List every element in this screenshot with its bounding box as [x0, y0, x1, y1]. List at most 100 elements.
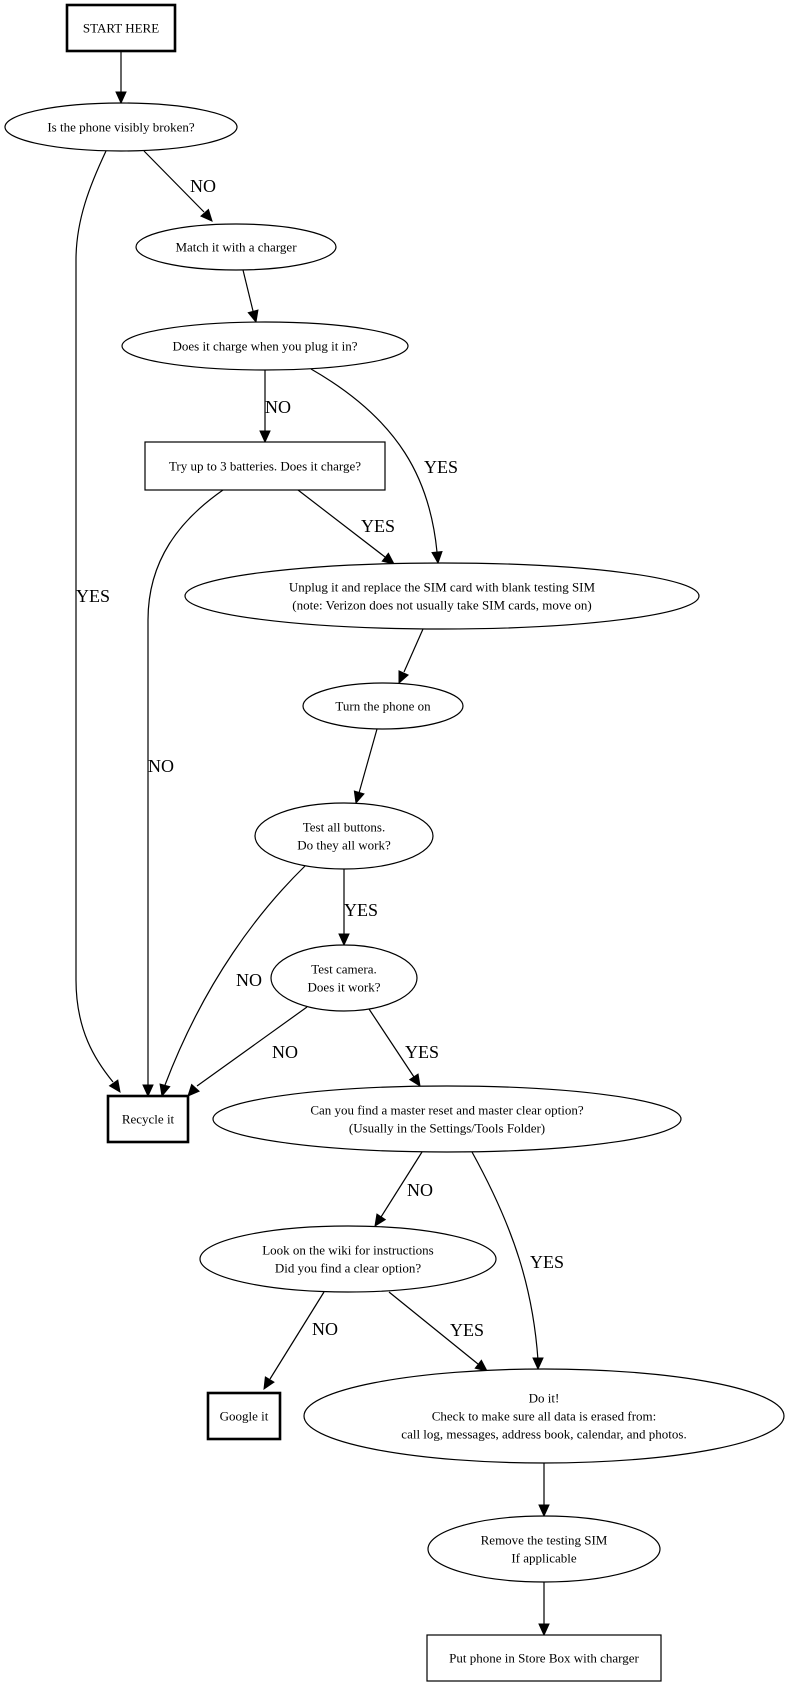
node-text: Check to make sure all data is erased fr…	[432, 1409, 657, 1424]
edge-start-broken	[115, 51, 127, 105]
node-text: Recycle it	[122, 1112, 175, 1127]
node-sim: Unplug it and replace the SIM card with …	[184, 562, 700, 630]
edge-label: NO	[190, 176, 216, 196]
node-removesim: Remove the testing SIM If applicable	[427, 1515, 661, 1583]
edge-turnon-buttons	[353, 728, 378, 805]
edge-label: YES	[405, 1042, 439, 1062]
node-text: Unplug it and replace the SIM card with …	[289, 580, 596, 595]
edge-label: NO	[265, 397, 291, 417]
decision-ellipse	[135, 223, 337, 271]
node-storebox: Put phone in Store Box with charger	[426, 1634, 662, 1682]
node-text: Do they all work?	[297, 838, 391, 853]
edge-sim-turnon	[398, 628, 424, 685]
node-charge: Does it charge when you plug it in?	[121, 321, 409, 371]
edge-camera-reset: YES	[368, 1008, 439, 1088]
node-text: Do it!	[529, 1391, 560, 1406]
edge-label: NO	[272, 1042, 298, 1062]
edge-buttons-recycle: NO	[159, 865, 306, 1098]
arrowhead-icon	[353, 790, 365, 805]
step-box	[144, 441, 386, 491]
edge-removesim-storebox	[538, 1582, 550, 1637]
edge-wiki-google: NO	[263, 1291, 338, 1391]
node-text: Remove the testing SIM	[481, 1533, 608, 1548]
terminal-box	[106, 1094, 190, 1144]
node-text: Turn the phone on	[335, 699, 431, 714]
decision-ellipse	[254, 802, 434, 870]
nodes-layer: START HERE Is the phone visibly broken? Ma…	[4, 3, 785, 1682]
node-buttons: Test all buttons.Do they all work?	[254, 802, 434, 870]
node-broken: Is the phone visibly broken?	[4, 102, 238, 152]
edge-reset-wiki: NO	[374, 1151, 433, 1228]
arrowhead-icon	[338, 933, 350, 947]
arrowhead-icon	[398, 670, 410, 685]
node-text: Does it charge when you plug it in?	[173, 339, 358, 354]
node-text: If applicable	[511, 1551, 577, 1566]
arrowhead-icon	[159, 1083, 171, 1098]
edge-label: YES	[361, 516, 395, 536]
node-google: Google it	[206, 1391, 282, 1441]
edge-charge-batteries: NO	[259, 370, 291, 444]
decision-ellipse	[121, 321, 409, 371]
node-text: (Usually in the Settings/Tools Folder)	[349, 1121, 545, 1136]
edge-charge-sim: YES	[310, 368, 458, 565]
edge-wiki-doit: YES	[388, 1291, 488, 1372]
node-text: Look on the wiki for instructions	[262, 1243, 434, 1258]
edge-line	[358, 728, 378, 794]
decision-ellipse	[270, 944, 418, 1012]
edge-line	[368, 1008, 415, 1078]
edge-label: NO	[312, 1319, 338, 1339]
decision-ellipse	[184, 562, 700, 630]
node-doit: Do it! Check to make sure all data is era…	[303, 1368, 785, 1464]
node-reset: Can you find a master reset and master c…	[212, 1085, 682, 1153]
edge-batteries-recycle: NO	[142, 489, 224, 1098]
edge-line	[242, 269, 254, 312]
node-text: Did you find a clear option?	[275, 1261, 421, 1276]
node-text: Test camera.	[311, 962, 377, 977]
step-box	[426, 1634, 662, 1682]
node-text: call log, messages, address book, calend…	[401, 1427, 686, 1442]
node-text: Google it	[220, 1409, 269, 1424]
arrowhead-icon	[381, 552, 395, 565]
edge-broken-recycle: YES	[75, 150, 121, 1093]
edge-label: NO	[148, 756, 174, 776]
edge-broken-charger: NO	[143, 150, 216, 222]
edge-doit-removesim	[538, 1463, 550, 1518]
edge-line	[196, 1006, 308, 1087]
node-text: (note: Verizon does not usually take SIM…	[292, 598, 591, 613]
arrowhead-icon	[474, 1359, 488, 1372]
edge-label: YES	[450, 1320, 484, 1340]
edge-label: YES	[76, 586, 110, 606]
node-camera: Test camera. Does it work?	[270, 944, 418, 1012]
arrowhead-icon	[431, 551, 443, 565]
edge-line	[388, 1291, 479, 1365]
decision-ellipse	[4, 102, 238, 152]
edge-line	[147, 489, 224, 1085]
arrowhead-icon	[142, 1084, 154, 1098]
node-text: Put phone in Store Box with charger	[449, 1651, 639, 1666]
node-text: Is the phone visibly broken?	[47, 120, 195, 135]
arrowhead-icon	[532, 1357, 544, 1371]
edge-label: NO	[236, 970, 262, 990]
node-text: Try up to 3 batteries. Does it charge?	[169, 459, 361, 474]
arrowhead-icon	[538, 1504, 550, 1518]
edge-line	[297, 489, 386, 558]
arrowhead-icon	[187, 1083, 200, 1097]
edge-buttons-camera: YES	[338, 869, 378, 947]
node-text: Does it work?	[308, 980, 381, 995]
edge-line	[143, 150, 205, 213]
arrowhead-icon	[259, 430, 271, 444]
arrowhead-icon	[408, 1073, 421, 1088]
edge-line	[471, 1151, 539, 1361]
edge-line	[380, 1151, 423, 1218]
arrowhead-icon	[200, 208, 213, 222]
arrowhead-icon	[247, 309, 259, 324]
node-start: START HERE	[65, 3, 177, 53]
edge-charger-charge	[242, 269, 259, 324]
terminal-box	[206, 1391, 282, 1441]
edge-reset-doit: YES	[471, 1151, 564, 1371]
node-text: Match it with a charger	[175, 240, 297, 255]
node-text: START HERE	[83, 21, 159, 36]
